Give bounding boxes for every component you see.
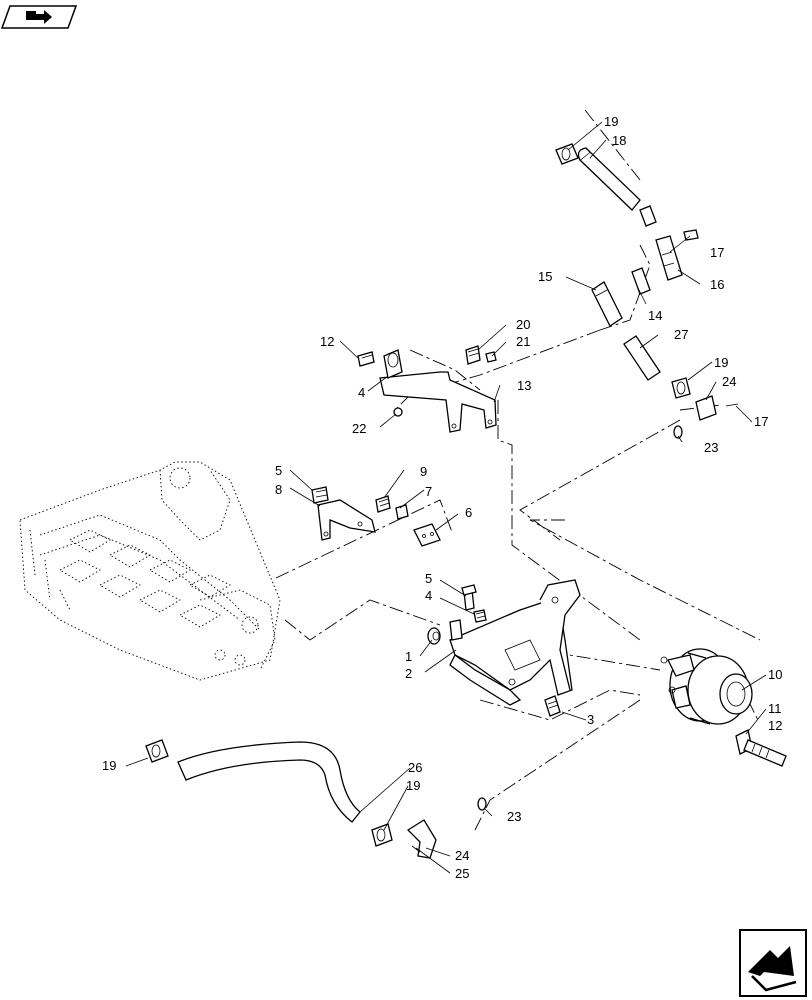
book-arrow-icon[interactable] <box>0 5 78 29</box>
callout-13: 13 <box>517 378 531 393</box>
callout-labels: 1 2 3 4 4 5 5 6 7 8 9 10 11 12 12 13 14 … <box>102 114 782 881</box>
fitting-top <box>639 205 657 227</box>
stud-lower <box>449 619 463 641</box>
washer-1 <box>427 627 441 645</box>
bolt-7 <box>395 504 409 520</box>
callout-8: 8 <box>275 482 282 497</box>
hose-26 <box>177 741 361 823</box>
callout-7: 7 <box>425 484 432 499</box>
bolt-5-upper <box>311 486 329 504</box>
turbo-support-bracket <box>449 579 581 706</box>
washer-23-upper <box>673 425 683 439</box>
assembly-lines <box>275 109 761 831</box>
callout-26: 26 <box>408 760 422 775</box>
callout-19: 19 <box>406 778 420 793</box>
callout-12: 12 <box>320 334 334 349</box>
clamp-4-upper <box>383 349 403 379</box>
pipe-15 <box>591 281 623 327</box>
bolt-12-upper <box>357 351 375 367</box>
callout-5: 5 <box>425 571 432 586</box>
callout-11: 11 <box>768 701 782 716</box>
callout-14: 14 <box>648 308 662 323</box>
callout-5: 5 <box>275 463 282 478</box>
clamp-19-top <box>555 143 579 165</box>
callout-6: 6 <box>465 505 472 520</box>
callout-23: 23 <box>704 440 718 455</box>
callout-12: 12 <box>768 718 782 733</box>
clip-25 <box>411 845 421 853</box>
bracket-8 <box>317 499 376 541</box>
callout-19: 19 <box>604 114 618 129</box>
spring-clip-20 <box>465 345 481 365</box>
bolt-17-upper <box>683 229 699 241</box>
callout-10: 10 <box>768 667 782 682</box>
callout-22: 22 <box>352 421 366 436</box>
callout-18: 18 <box>612 133 626 148</box>
callout-25: 25 <box>455 866 469 881</box>
engine-cylinder-head <box>19 461 281 681</box>
leader-lines <box>125 121 767 874</box>
callout-21: 21 <box>516 334 530 349</box>
clamp-19-left <box>145 739 169 763</box>
nut-4-lower <box>473 609 487 623</box>
callout-27: 27 <box>674 327 688 342</box>
clip-17-lower <box>725 403 739 407</box>
turbocharger <box>660 648 753 725</box>
callout-9: 9 <box>420 464 427 479</box>
bolt-12-lower <box>743 739 787 767</box>
hose-27 <box>623 335 661 381</box>
next-page-arrow-icon[interactable] <box>739 929 807 997</box>
bracket-16 <box>655 235 683 281</box>
washer-23-lower <box>477 797 487 811</box>
callout-4: 4 <box>358 385 365 400</box>
bracket-13 <box>379 371 497 433</box>
callout-3: 3 <box>587 712 594 727</box>
bolt-5-lower <box>461 584 477 611</box>
plate-6 <box>413 523 441 547</box>
bolt-9 <box>375 495 391 513</box>
callout-20: 20 <box>516 317 530 332</box>
clip-14 <box>631 267 651 295</box>
callout-17: 17 <box>710 245 724 260</box>
callout-24: 24 <box>455 848 469 863</box>
callout-15: 15 <box>538 269 552 284</box>
callout-24: 24 <box>722 374 736 389</box>
callout-19: 19 <box>102 758 116 773</box>
callout-23: 23 <box>507 809 521 824</box>
callout-4: 4 <box>425 588 432 603</box>
clamp-19-mid <box>671 377 691 399</box>
callout-19: 19 <box>714 355 728 370</box>
bolt-3 <box>544 695 561 717</box>
clamp-19-lower <box>371 823 393 847</box>
callout-1: 1 <box>405 649 412 664</box>
callout-16: 16 <box>710 277 724 292</box>
callout-2: 2 <box>405 666 412 681</box>
callout-17: 17 <box>754 414 768 429</box>
hose-18 <box>577 147 641 211</box>
